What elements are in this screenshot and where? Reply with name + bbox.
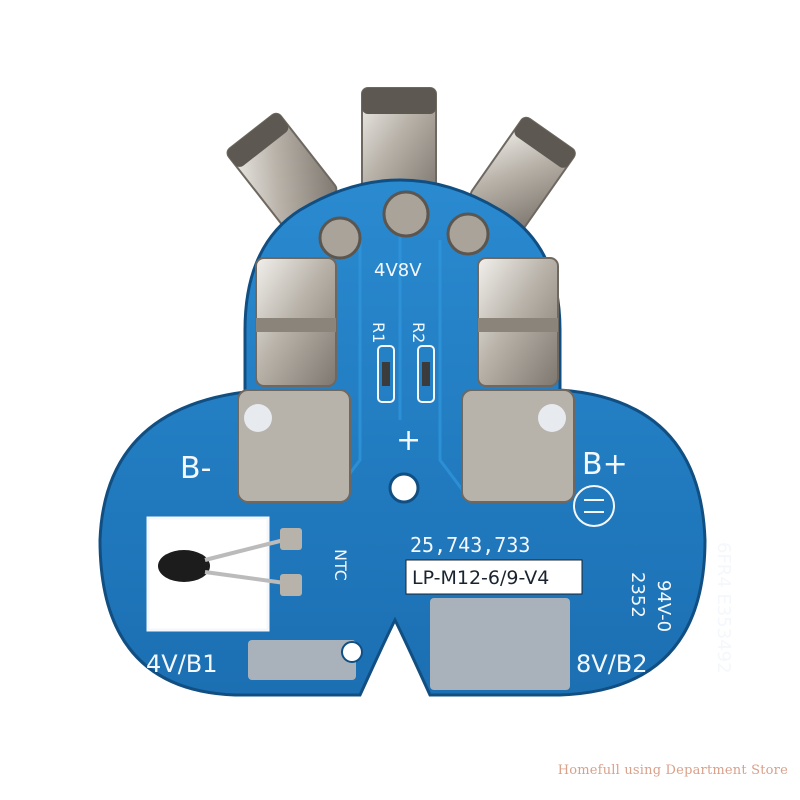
right-contact-clip (477, 257, 559, 387)
model-label-box (405, 559, 583, 595)
pad-left-label: 4V/B1 (146, 650, 218, 678)
model-label: LP-M12-6/9-V4 (412, 567, 549, 589)
bottom-pads (248, 598, 570, 690)
voltage-mark-label: 4V8V (374, 260, 422, 281)
terminal-minus-label: B- (180, 451, 211, 486)
mounting-hole (388, 472, 420, 504)
r1-label: R1 (369, 322, 388, 343)
r2-label: R2 (409, 322, 428, 343)
b-plus-pad (461, 389, 575, 503)
resistors (377, 345, 435, 403)
certification-mark (573, 485, 615, 527)
solder-joints (318, 190, 490, 260)
pad-right-label: 8V/B2 (576, 650, 648, 678)
flame-rating-label: 94V-0 (653, 580, 674, 632)
ul-code-label: 6FR4 E353492 (713, 542, 734, 674)
top-contact-tabs (226, 87, 576, 232)
center-plus-label: + (396, 423, 421, 458)
terminal-plus-label: B+ (582, 447, 628, 482)
date-code-label: 2352 (627, 572, 648, 618)
b-minus-pad (237, 389, 351, 503)
ntc-thermistor (146, 516, 302, 632)
watermark-text: Homefull using Department Store (557, 763, 788, 778)
ntc-label: NTC (331, 549, 350, 581)
left-contact-clip (255, 257, 337, 387)
part-number-label: 25,743,733 (410, 533, 530, 557)
